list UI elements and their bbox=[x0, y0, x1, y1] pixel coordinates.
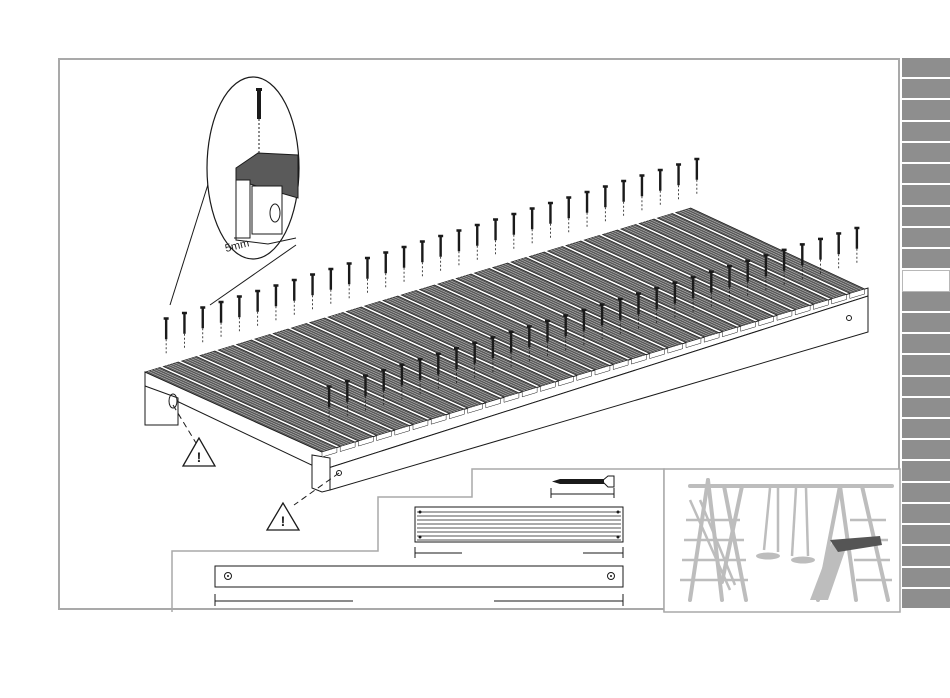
screw-icon bbox=[328, 268, 333, 306]
warning-triangle-icon: ! bbox=[183, 438, 215, 466]
screw-icon bbox=[585, 191, 590, 229]
swing-set-thumbnail bbox=[664, 469, 900, 612]
svg-text:!: ! bbox=[197, 449, 202, 465]
part-deck-board bbox=[415, 507, 623, 558]
screw-icon bbox=[182, 312, 187, 350]
screw-icon bbox=[511, 213, 516, 251]
screw-icon bbox=[219, 301, 224, 339]
part-long-beam bbox=[215, 566, 623, 606]
screw-icon bbox=[854, 227, 859, 265]
screw-icon bbox=[273, 284, 278, 322]
screw-icon bbox=[292, 279, 297, 317]
screw-icon bbox=[475, 224, 480, 262]
screw-icon bbox=[621, 180, 626, 218]
screw-icon bbox=[402, 246, 407, 284]
screw-icon bbox=[548, 202, 553, 240]
screw-icon bbox=[200, 306, 205, 344]
screw-icon bbox=[639, 174, 644, 212]
screw-icon bbox=[365, 257, 370, 295]
svg-text:!: ! bbox=[281, 513, 286, 529]
screw-icon bbox=[603, 185, 608, 223]
screw-icon bbox=[164, 317, 169, 355]
screw-icon bbox=[255, 290, 260, 328]
part-screw bbox=[551, 476, 614, 498]
screw-icon bbox=[438, 235, 443, 273]
callout-line bbox=[170, 178, 210, 305]
detail-callout: 5mm bbox=[170, 77, 299, 305]
front-post bbox=[312, 455, 330, 492]
screw-icon bbox=[237, 295, 242, 333]
screw-icon bbox=[456, 229, 461, 267]
screw-icon bbox=[530, 207, 535, 245]
screw-icon bbox=[566, 196, 571, 234]
screw-icon bbox=[836, 232, 841, 270]
screw-icon bbox=[658, 169, 663, 207]
screw-icon bbox=[310, 273, 315, 311]
screw-icon bbox=[347, 262, 352, 300]
warning-triangle-icon: ! bbox=[267, 503, 299, 530]
screw-icon bbox=[383, 251, 388, 289]
screw-icon bbox=[493, 218, 498, 256]
screw-icon bbox=[676, 163, 681, 201]
screw-icon bbox=[420, 240, 425, 278]
screw-icon bbox=[694, 158, 699, 196]
